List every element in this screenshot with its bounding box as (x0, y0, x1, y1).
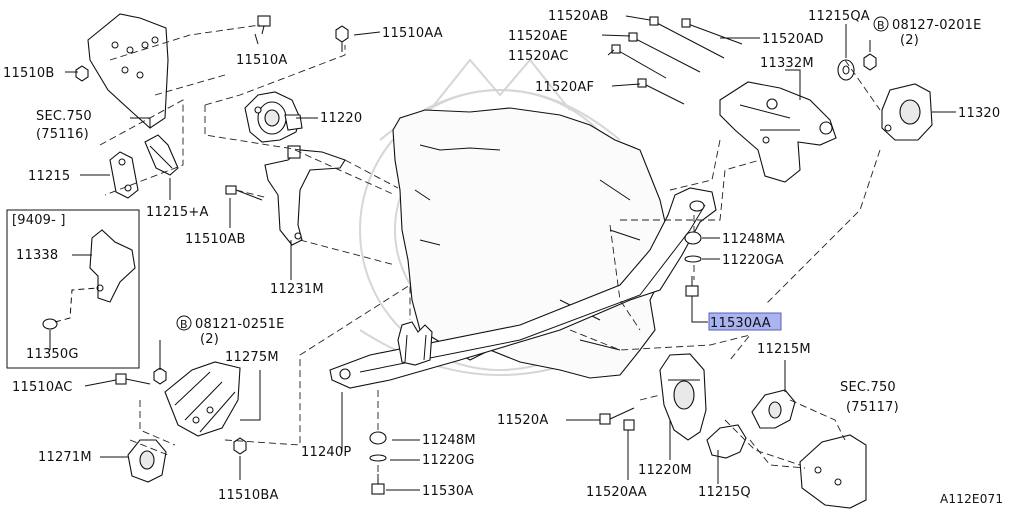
label-11338: 11338 (16, 248, 58, 263)
label-11320: 11320 (958, 106, 1000, 121)
stopper-11215[interactable] (109, 151, 139, 199)
bracket-11332M[interactable] (719, 81, 837, 183)
highlight-11530AA[interactable] (708, 312, 782, 331)
label-11332M: 11332M (760, 56, 814, 71)
label-08121-qty: (2) (200, 332, 219, 347)
label-11248MA: 11248MA (722, 232, 785, 247)
label-08127-qty: (2) (900, 33, 919, 48)
bracket-sec750-75117[interactable] (799, 434, 867, 509)
label-11350G: 11350G (26, 347, 79, 362)
label-08127: 08127-0201E (892, 18, 982, 33)
label-sec750-a: SEC.750 (36, 109, 92, 124)
bracket-11231M[interactable] (264, 145, 346, 246)
label-11530AA: 11530AA (710, 316, 771, 331)
label-11215pA: 11215+A (146, 205, 209, 220)
label-11520AA: 11520AA (586, 485, 647, 500)
label-11510AA: 11510AA (382, 26, 443, 41)
stopper-11215Q[interactable] (706, 424, 747, 459)
insulator-11220[interactable] (244, 91, 303, 143)
label-11275M: 11275M (225, 350, 279, 365)
label-11530A: 11530A (422, 484, 473, 499)
label-9409: [9409- ] (12, 213, 66, 228)
label-11510B: 11510B (3, 66, 54, 81)
label-11231M: 11231M (270, 282, 324, 297)
label-11271M: 11271M (38, 450, 92, 465)
member-11240P[interactable] (329, 187, 717, 389)
label-11520AD: 11520AD (762, 32, 824, 47)
label-11220G: 11220G (422, 453, 475, 468)
inset-9409 (6, 209, 140, 369)
label-11220M: 11220M (638, 463, 692, 478)
label-11520AF: 11520AF (535, 80, 594, 95)
stopper-11215M[interactable] (751, 389, 796, 429)
bracket-11275M[interactable] (164, 361, 241, 437)
label-sec750-b-ref: (75117) (846, 400, 899, 415)
label-diagram-code: A112E071 (940, 492, 1003, 506)
label-11220: 11220 (320, 111, 362, 126)
stopper-11215pA[interactable] (144, 134, 179, 176)
label-11510AC: 11510AC (12, 380, 73, 395)
callout-b-circle-b (873, 16, 889, 32)
label-b-a: B (180, 318, 188, 331)
insulator-11220M[interactable] (659, 353, 707, 441)
label-11248M: 11248M (422, 433, 476, 448)
label-08121: 08121-0251E (195, 317, 285, 332)
label-11215Q: 11215Q (698, 485, 751, 500)
insulator-11271M[interactable] (127, 439, 167, 483)
label-11520AC: 11520AC (508, 49, 569, 64)
dashed-guides (99, 24, 881, 478)
label-11520A: 11520A (497, 413, 548, 428)
leader-lines (49, 15, 956, 491)
label-11215M: 11215M (757, 342, 811, 357)
label-b-b: B (877, 19, 885, 32)
label-11520AB: 11520AB (548, 9, 609, 24)
label-11240P: 11240P (301, 445, 351, 460)
callout-b-circle-a (176, 315, 192, 331)
label-11520AE: 11520AE (508, 29, 568, 44)
label-11510BA: 11510BA (218, 488, 279, 503)
label-sec750-a-ref: (75116) (36, 127, 89, 142)
bracket-sec750-75116[interactable] (87, 13, 169, 129)
label-11510AB: 11510AB (185, 232, 246, 247)
label-11215QA: 11215QA (808, 9, 870, 24)
label-11220GA: 11220GA (722, 253, 784, 268)
labels: 11510B 11510A 11510AA SEC.750 (75116) 11… (3, 9, 1003, 506)
label-11510A: 11510A (236, 53, 287, 68)
hardware (75, 15, 877, 495)
insulator-11320[interactable] (881, 83, 933, 141)
label-11215: 11215 (28, 169, 70, 184)
label-sec750-b: SEC.750 (840, 380, 896, 395)
